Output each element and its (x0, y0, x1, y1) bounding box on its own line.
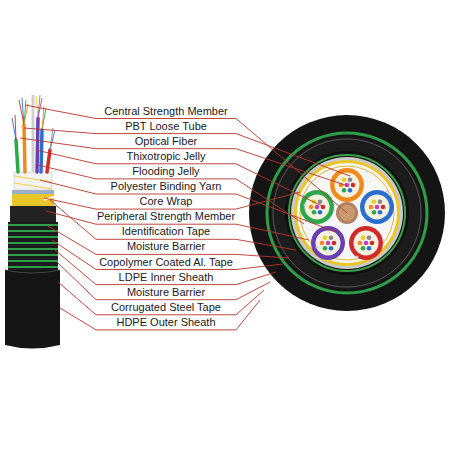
cable-side-view (5, 95, 60, 349)
leader-line (44, 192, 300, 209)
leader-line (46, 211, 309, 240)
part-label: Flooding Jelly (131, 165, 200, 178)
leader-line (58, 282, 264, 315)
part-label: Moisture Barrier (126, 286, 206, 299)
part-label: PBT Loose Tube (124, 120, 208, 133)
part-label: Peripheral Strength Member (96, 210, 236, 223)
part-label: Moisture Barrier (126, 240, 206, 253)
leader-line (60, 300, 260, 330)
leader-line (55, 250, 276, 285)
part-label: Copolymer Coated Al. Tape (98, 256, 234, 269)
part-label: Central Strength Member (103, 105, 229, 118)
part-label: Corrugated Steel Tape (110, 301, 222, 314)
leader-line (25, 105, 347, 213)
part-label: HDPE Outer Sheath (115, 316, 216, 329)
part-label: Identification Tape (121, 225, 211, 238)
part-label: LDPE Inner Sheath (118, 271, 215, 284)
leader-line (48, 226, 289, 258)
leader-line (38, 165, 304, 224)
part-label: Polyester Binding Yarn (110, 180, 223, 193)
leader-line (52, 240, 283, 270)
part-label: Optical Fiber (134, 135, 198, 148)
part-label: Core Wrap (139, 195, 194, 208)
part-label: Thixotropic Jelly (126, 150, 207, 163)
